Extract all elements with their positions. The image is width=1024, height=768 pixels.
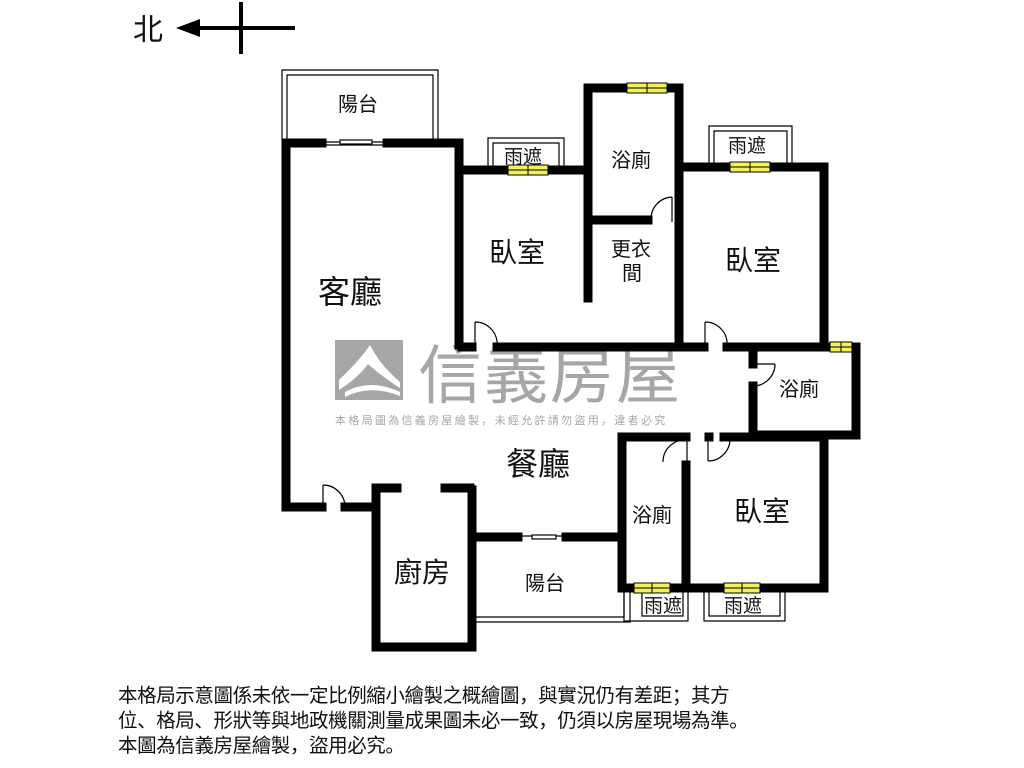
- door-bathroom1: [650, 196, 673, 222]
- room-balcony-south: 陽台: [525, 571, 565, 595]
- room-closet-line2: 間: [622, 261, 642, 285]
- windows: [507, 82, 853, 594]
- room-bathroom-3: 浴廁: [632, 503, 672, 527]
- disclaimer-line-1: 本格局示意圖係未依一定比例縮小繪製之概繪圖，與實況仍有差距；其方: [118, 684, 730, 707]
- window-bathroom3: [633, 582, 671, 594]
- watermark-logo: 信義房屋 本格局圖為信義房屋繪製，未經允許請勿盜用，違者必究: [335, 340, 682, 427]
- window-bedroom1: [507, 164, 549, 176]
- room-kitchen: 廚房: [394, 556, 450, 589]
- room-living-room: 客廳: [318, 273, 382, 311]
- window-bathroom2: [829, 341, 853, 353]
- door-bedroom1: [474, 321, 498, 347]
- window-bedroom2: [729, 161, 771, 173]
- room-bedroom-2: 臥室: [725, 244, 781, 277]
- sliding-doors: [320, 139, 568, 541]
- room-bathroom-1: 浴廁: [611, 148, 651, 172]
- awning-outlines: [487, 125, 793, 622]
- awning-label-3: 雨遮: [644, 595, 682, 617]
- north-arrow-icon: [176, 2, 295, 54]
- door-entrance: [322, 484, 346, 508]
- disclaimer: 本格局示意圖係未依一定比例縮小繪製之概繪圖，與實況仍有差距；其方 位、格局、形狀…: [118, 683, 918, 758]
- awning-label-4: 雨遮: [724, 595, 762, 617]
- door-bedroom3: [707, 437, 731, 462]
- window-bedroom3: [723, 582, 761, 594]
- watermark-brand: 信義房屋: [418, 340, 682, 414]
- north-label: 北: [133, 13, 163, 48]
- watermark-caption: 本格局圖為信義房屋繪製，未經允許請勿盜用，違者必究: [335, 413, 668, 427]
- compass: 北: [133, 2, 295, 54]
- disclaimer-line-2: 位、格局、形狀等與地政機關測量成果圖未必一致，仍須以房屋現場為準。: [118, 709, 749, 732]
- room-closet-line1: 更衣: [611, 237, 651, 261]
- room-balcony-north: 陽台: [338, 92, 378, 116]
- room-dining-room: 餐廳: [506, 445, 570, 483]
- sliding-door-north: [320, 139, 389, 147]
- window-bathroom1: [626, 82, 668, 94]
- sliding-door-south: [516, 533, 568, 541]
- awning-label-1: 雨遮: [504, 146, 542, 168]
- disclaimer-line-3: 本圖為信義房屋繪製，盜用必究。: [118, 734, 405, 757]
- door-bathroom3: [662, 439, 688, 464]
- awning-label-2: 雨遮: [728, 135, 766, 157]
- door-bathroom2: [752, 363, 776, 387]
- door-bedroom2: [704, 321, 728, 347]
- room-bedroom-3: 臥室: [734, 495, 790, 528]
- doors: [322, 196, 776, 508]
- room-bathroom-2: 浴廁: [779, 377, 819, 401]
- balcony-south-outline: [474, 585, 631, 623]
- room-bedroom-1: 臥室: [489, 236, 545, 269]
- room-labels: 陽台 客廳 臥室 浴廁 更衣 間 臥室 浴廁 餐廳 廚房 陽台 浴廁 臥室 雨遮…: [318, 92, 819, 617]
- balcony-north: [281, 69, 439, 140]
